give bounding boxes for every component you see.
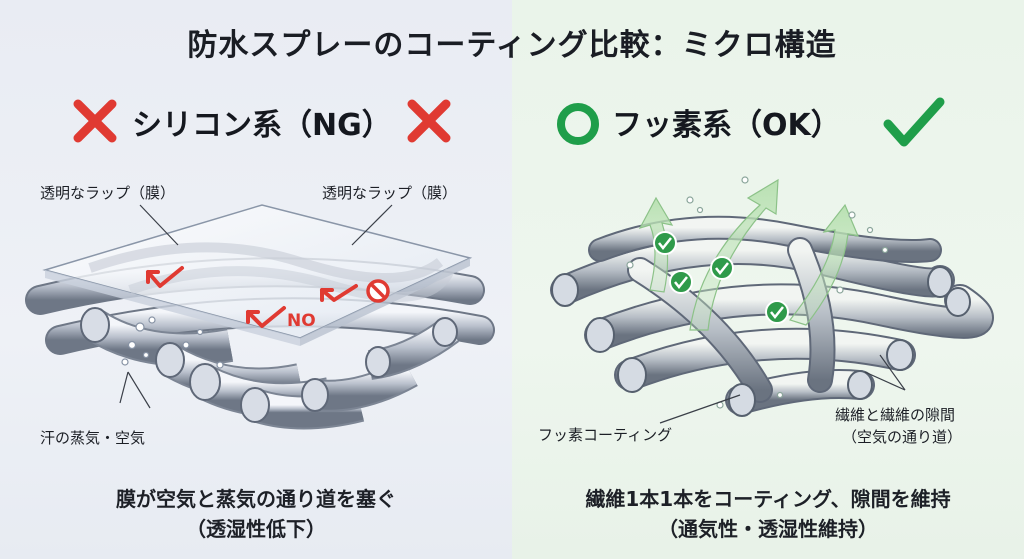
prohibited-icon	[366, 279, 390, 303]
check-badge-icons	[653, 231, 789, 324]
film-label-right: 透明なラップ（膜）	[322, 184, 458, 202]
coating-label: フッ素コーティング	[538, 426, 673, 444]
right-heading: フッ素系（OK）	[612, 108, 841, 143]
cross-icon	[407, 99, 451, 143]
circle-icon	[557, 103, 599, 145]
page-title: 防水スプレーのコーティング比較：ミクロ構造	[187, 28, 837, 63]
check-icon	[883, 97, 945, 147]
left-caption-line1: 膜が空気と蒸気の通り道を塞ぐ	[116, 487, 396, 511]
vapor-label: 汗の蒸気・空気	[40, 429, 146, 447]
vapor-bubbles-left	[121, 316, 224, 369]
gap-label-line1: 繊維と繊維の隙間	[835, 406, 956, 424]
left-fabric	[25, 204, 495, 430]
left-caption: 膜が空気と蒸気の通り道を塞ぐ （透湿性低下）	[0, 484, 512, 544]
cross-icon	[73, 99, 117, 143]
left-heading: シリコン系（NG）	[132, 108, 392, 143]
gap-label-line2: （空気の通り道）	[842, 428, 963, 446]
right-caption: 繊維1本1本をコーティング、隙間を維持 （通気性・透湿性維持）	[512, 484, 1024, 544]
right-caption-line1: 繊維1本1本をコーティング、隙間を維持	[585, 487, 951, 511]
left-fiber-ends	[80, 307, 459, 430]
film-label-left: 透明なラップ（膜）	[40, 184, 176, 202]
no-label: NO	[287, 311, 316, 331]
blocked-arrow-icon	[146, 266, 358, 328]
right-fabric	[550, 215, 994, 417]
vapor-bubbles-right	[626, 176, 889, 409]
left-caption-line2: （透湿性低下）	[186, 517, 326, 541]
right-caption-line2: （通気性・透湿性維持）	[658, 517, 878, 541]
